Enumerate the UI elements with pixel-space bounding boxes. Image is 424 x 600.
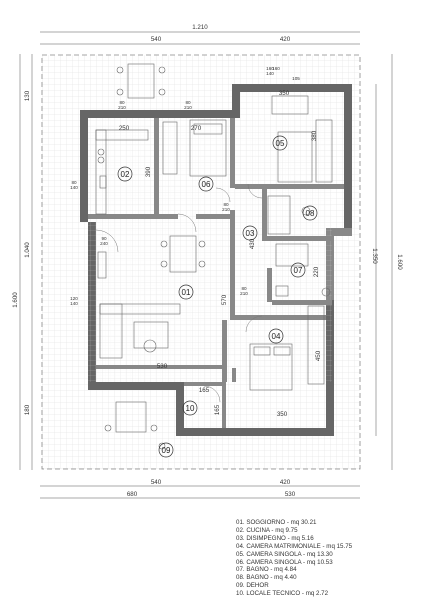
dim-270: 270 — [191, 125, 202, 132]
legend-item: 01. SOGGIORNO - mq 30.21 — [236, 519, 317, 526]
legend-item: 06. CAMERA SINGOLA - mq 10.53 — [236, 558, 333, 566]
legend-item: 03. DISIMPEGNO - mq 5.16 — [236, 534, 314, 542]
furniture — [95, 63, 333, 450]
room-10-label: 10 — [186, 404, 195, 413]
dim-350-top: 350 — [279, 90, 290, 97]
dim-105: 105 — [292, 76, 300, 81]
dim-350-bottom: 350 — [277, 411, 288, 418]
room-02-label: 02 — [121, 170, 130, 179]
dim-right-1350: 1.350 — [371, 248, 378, 264]
dim-left-total: 1.600 — [12, 292, 19, 308]
room-05-label: 05 — [276, 139, 285, 148]
interior-walls — [88, 118, 344, 428]
dim-left-1040: 1.040 — [24, 242, 31, 258]
dim-250: 250 — [119, 125, 130, 132]
dim-bottom-right: 420 — [280, 479, 291, 486]
dim-220: 220 — [313, 266, 320, 277]
dim-165-v: 165 — [214, 404, 221, 415]
room-01-label: 01 — [182, 288, 191, 297]
room-07-label: 07 — [294, 266, 303, 275]
legend-item: 07. BAGNO - mq 4.84 — [236, 566, 297, 574]
room-04-label: 04 — [272, 332, 281, 341]
dim-top-total: 1.210 — [192, 24, 208, 31]
door-swings — [95, 183, 263, 403]
legend-item: 02. CUCINA - mq 9.75 — [236, 526, 298, 534]
dim-450: 450 — [315, 350, 322, 361]
dim-160: 160 — [272, 66, 280, 71]
dimension-lines — [19, 31, 393, 499]
legend-item: 04. CAMERA MATRIMONIALE - mq 15.75 — [236, 542, 353, 550]
dim-430: 430 — [249, 238, 256, 249]
dim-left-180: 180 — [24, 404, 31, 415]
dim-390: 390 — [145, 166, 152, 177]
dim-top-left: 540 — [151, 36, 162, 43]
room-legend: 01. SOGGIORNO - mq 30.21 02. CUCINA - mq… — [236, 519, 416, 598]
dim-left-130: 130 — [24, 90, 31, 101]
legend-item: 10. LOCALE TECNICO - mq 2.72 — [236, 590, 329, 598]
room-markers — [117, 135, 318, 458]
room-09-label: 09 — [162, 446, 171, 455]
dim-530: 530 — [157, 363, 168, 370]
dim-bottom-total-right: 530 — [285, 491, 296, 498]
dim-165-h: 165 — [199, 387, 210, 394]
dim-bottom-left: 540 — [151, 479, 162, 486]
dim-top-right: 420 — [280, 36, 291, 43]
room-06-label: 06 — [202, 180, 211, 189]
legend-item: 08. BAGNO - mq 4.40 — [236, 574, 297, 582]
dim-570: 570 — [221, 294, 228, 305]
legend-item: 09. DEHOR — [236, 582, 269, 590]
room-03-label: 03 — [246, 229, 255, 238]
legend-item: 05. CAMERA SINGOLA - mq 13.30 — [236, 550, 333, 558]
dim-bottom-total-left: 680 — [127, 491, 138, 498]
dim-right-1600: 1.600 — [396, 254, 403, 270]
room-08-label: 08 — [306, 209, 315, 218]
dim-380: 380 — [311, 130, 318, 141]
